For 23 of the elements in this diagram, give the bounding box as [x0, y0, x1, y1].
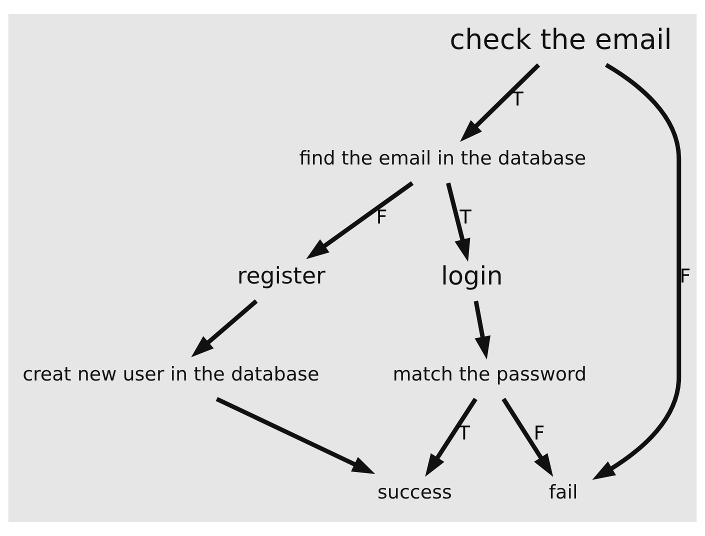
node-text: success — [378, 482, 452, 504]
arrow — [592, 63, 682, 480]
node-text: login — [440, 260, 503, 291]
node-text: find the email in the database — [299, 147, 586, 170]
node-text: fail — [548, 482, 578, 504]
edge-label: F — [534, 422, 545, 444]
arrow — [502, 398, 554, 477]
arrow — [191, 299, 258, 358]
edge-label: T — [460, 206, 472, 229]
node-text: match the password — [392, 363, 587, 386]
arrow — [425, 398, 478, 477]
arrow — [460, 63, 540, 142]
edge-label: F — [376, 206, 388, 229]
arrow — [474, 300, 490, 360]
node-text: check the email — [450, 23, 672, 56]
edge-label: T — [458, 422, 470, 444]
node-text: creat new user in the database — [22, 363, 320, 386]
arrow — [446, 182, 470, 262]
node-text: register — [237, 264, 326, 290]
arrow — [216, 396, 376, 474]
edge-label: T — [512, 88, 524, 110]
arrow — [306, 181, 414, 260]
edge-label: F — [680, 266, 691, 288]
